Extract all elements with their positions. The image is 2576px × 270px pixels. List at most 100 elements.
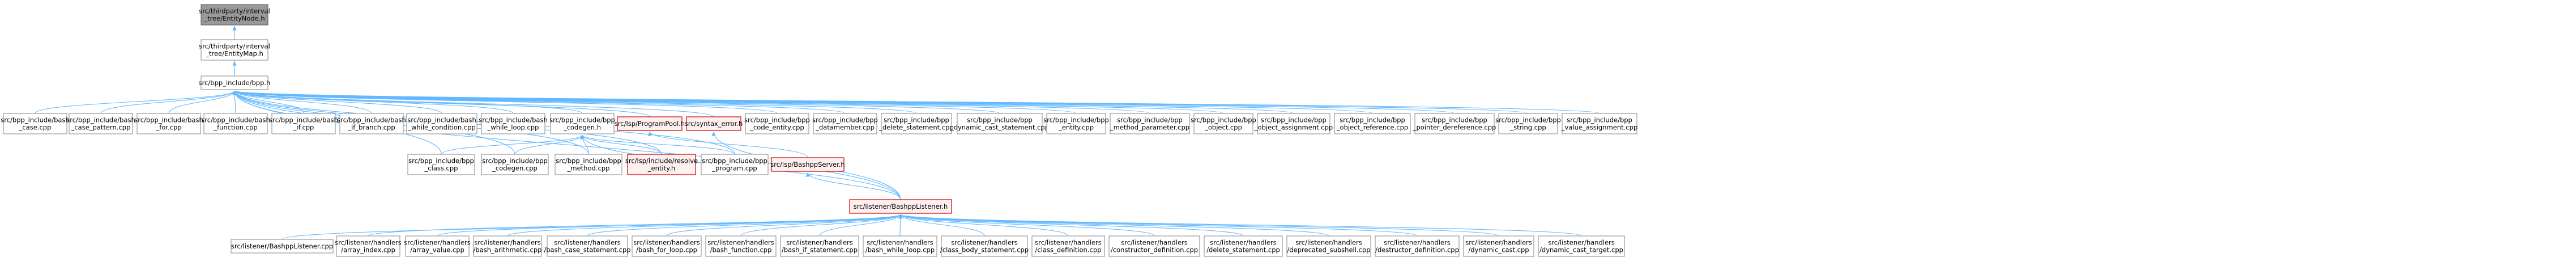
file-node-label: /dynamic_cast_target.cpp xyxy=(1539,246,1623,254)
file-node-label: _dynamic_cast_statement.cpp xyxy=(950,124,1049,132)
file-node[interactable]: src/bpp_include/bpp_object_assignment.cp… xyxy=(1254,113,1333,134)
file-node[interactable]: src/listener/handlers/array_value.cpp xyxy=(404,235,471,257)
file-node-label: _program.cpp xyxy=(711,164,757,172)
file-node-box xyxy=(745,113,809,134)
include-edge xyxy=(232,90,372,114)
file-node-label: /bash_function.cpp xyxy=(710,246,772,254)
file-node[interactable]: src/listener/handlers/bash_while_loop.cp… xyxy=(863,235,937,257)
file-node[interactable]: src/lsp/include/resolve_entity.h xyxy=(625,154,698,175)
file-node[interactable]: src/bpp_include/bash_case.cpp xyxy=(1,113,70,134)
file-node[interactable]: src/listener/handlers/bash_if_statement.… xyxy=(780,235,859,257)
file-node-label: _tree/EntityNode.h xyxy=(203,15,265,23)
file-node-label: src/bpp_include/bpp.h xyxy=(199,79,271,87)
file-node[interactable]: src/bpp_include/bpp_method_parameter.cpp xyxy=(1110,113,1190,134)
include-edge xyxy=(898,214,1244,237)
file-node-label: src/lsp/BashppServer.h xyxy=(770,161,845,168)
file-node-box xyxy=(849,199,952,214)
file-node-label: /bash_case_statement.cpp xyxy=(544,246,630,254)
file-node[interactable]: src/bpp_include/bpp_class.cpp xyxy=(407,154,475,175)
file-node-label: src/listener/handlers xyxy=(1295,239,1362,247)
file-node[interactable]: src/syntax_error.h xyxy=(685,116,743,131)
file-node[interactable]: src/bpp_include/bpp_code_entity.cpp xyxy=(744,113,810,134)
file-node-label: _if_branch.cpp xyxy=(347,124,395,132)
file-node[interactable]: src/bpp_include/bpp_codegen.h xyxy=(549,113,615,134)
file-node-label: _string.cpp xyxy=(1509,124,1546,132)
file-node[interactable]: src/listener/handlers/array_index.cpp xyxy=(335,235,402,257)
file-node[interactable]: src/bpp_include/bash_for.cpp xyxy=(134,113,203,134)
file-node-label: _class.cpp xyxy=(424,164,458,172)
file-node-box xyxy=(1562,113,1637,134)
file-node-box xyxy=(1031,235,1105,257)
file-node-label: src/listener/handlers xyxy=(1548,239,1615,247)
file-node[interactable]: src/listener/handlers/bash_arithmetic.cp… xyxy=(473,235,542,257)
file-node[interactable]: src/bpp_include/bpp_dynamic_cast_stateme… xyxy=(950,113,1049,134)
file-node-box xyxy=(69,113,133,134)
file-node[interactable]: src/listener/handlers/dynamic_cast_targe… xyxy=(1538,235,1625,257)
file-node[interactable]: src/bpp_include/bash_if_branch.cpp xyxy=(337,113,406,134)
file-node-label: src/bpp_include/bash xyxy=(134,116,203,124)
file-node[interactable]: src/listener/handlers/deprecated_subshel… xyxy=(1286,235,1371,257)
file-node-label: src/bpp_include/bash xyxy=(66,116,135,124)
file-node[interactable]: src/bpp_include/bash_while_condition.cpp xyxy=(406,113,477,134)
include-edge xyxy=(441,134,585,155)
file-node-box xyxy=(1110,113,1190,134)
file-node-label: /class_definition.cpp xyxy=(1035,246,1102,254)
file-node-label: /bash_if_statement.cpp xyxy=(782,246,858,254)
file-node[interactable]: src/thirdparty/interval_tree/EntityMap.h xyxy=(199,39,270,61)
file-node[interactable]: src/bpp_include/bpp_pointer_dereference.… xyxy=(1413,113,1496,134)
file-node[interactable]: src/bpp_include/bpp_object_reference.cpp xyxy=(1334,113,1411,134)
file-node-label: src/listener/BashppListener.h xyxy=(854,202,948,210)
file-node-label: _object.cpp xyxy=(1204,124,1242,132)
include-edge xyxy=(168,90,237,114)
file-node-label: src/listener/handlers xyxy=(1035,239,1102,247)
file-node[interactable]: src/bpp_include/bpp_string.cpp xyxy=(1495,113,1561,134)
file-node[interactable]: src/bpp_include/bpp_delete_statement.cpp xyxy=(878,113,954,134)
file-node-box xyxy=(1498,113,1558,134)
file-node[interactable]: src/listener/handlers/class_body_stateme… xyxy=(940,235,1029,257)
file-node[interactable]: src/bpp_include/bpp_method.cpp xyxy=(555,154,622,175)
file-node[interactable]: src/listener/handlers/bash_case_statemen… xyxy=(544,235,631,257)
file-node[interactable]: src/listener/handlers/bash_for_loop.cpp xyxy=(632,235,702,257)
file-node[interactable]: src/listener/handlers/destructor_definit… xyxy=(1375,235,1460,257)
include-edge xyxy=(580,134,662,155)
file-node[interactable]: src/listener/BashppListener.cpp xyxy=(231,239,334,254)
file-node[interactable]: src/bpp_include/bpp_codegen.cpp xyxy=(481,154,549,175)
include-edge xyxy=(35,90,237,114)
file-node-label: _while_loop.cpp xyxy=(487,124,539,132)
file-node[interactable]: src/bpp_include/bpp.h xyxy=(199,75,271,90)
file-node[interactable]: src/bpp_include/bpp_entity.cpp xyxy=(1043,113,1109,134)
file-node[interactable]: src/listener/handlers/bash_function.cpp xyxy=(705,235,777,257)
file-node[interactable]: src/lsp/ProgramPool.h xyxy=(615,116,685,131)
file-node[interactable]: src/bpp_include/bpp_object.cpp xyxy=(1191,113,1256,134)
file-node-box xyxy=(941,235,1028,257)
file-node[interactable]: src/lsp/BashppServer.h xyxy=(770,157,845,172)
file-node-label: src/listener/handlers xyxy=(951,239,1018,247)
file-node-label: _codegen.h xyxy=(563,124,601,132)
file-node[interactable]: src/bpp_include/bash_while_loop.cpp xyxy=(479,113,548,134)
file-node-box xyxy=(1193,113,1253,134)
file-node-label: src/bpp_include/bpp xyxy=(967,116,1033,124)
file-node[interactable]: src/listener/handlers/constructor_defini… xyxy=(1108,235,1200,257)
file-node-label: src/bpp_include/bpp xyxy=(556,157,621,165)
file-node[interactable]: src/bpp_include/bpp_datamember.cpp xyxy=(812,113,878,134)
file-node[interactable]: src/listener/handlers/class_definition.c… xyxy=(1031,235,1105,257)
file-node[interactable]: src/bpp_include/bpp_program.cpp xyxy=(701,154,769,175)
file-node[interactable]: src/listener/handlers/dynamic_cast.cpp xyxy=(1463,235,1534,257)
file-node[interactable]: src/listener/BashppListener.h xyxy=(849,199,952,214)
file-node-label: src/bpp_include/bash xyxy=(1,116,69,124)
file-node[interactable]: src/thirdparty/interval_tree/EntityNode.… xyxy=(199,4,270,26)
file-node-label: _object_assignment.cpp xyxy=(1254,124,1333,132)
file-node-box xyxy=(1204,235,1283,257)
file-node-label: src/bpp_include/bpp xyxy=(884,116,949,124)
include-edge xyxy=(232,90,901,200)
file-node-label: src/bpp_include/bash xyxy=(407,116,476,124)
file-node-box xyxy=(1463,235,1534,257)
file-node[interactable]: src/listener/handlers/delete_statement.c… xyxy=(1204,235,1283,257)
file-node[interactable]: src/bpp_include/bash_if.cpp xyxy=(269,113,338,134)
file-node[interactable]: src/bpp_include/bash_case_pattern.cpp xyxy=(66,113,135,134)
include-edge xyxy=(898,214,1155,237)
file-node[interactable]: src/bpp_include/bash_function.cpp xyxy=(201,113,270,134)
file-node[interactable]: src/bpp_include/bpp_value_assignment.cpp xyxy=(1561,113,1637,134)
file-node-label: _method_parameter.cpp xyxy=(1110,124,1189,132)
file-node-label: src/listener/handlers xyxy=(707,239,774,247)
